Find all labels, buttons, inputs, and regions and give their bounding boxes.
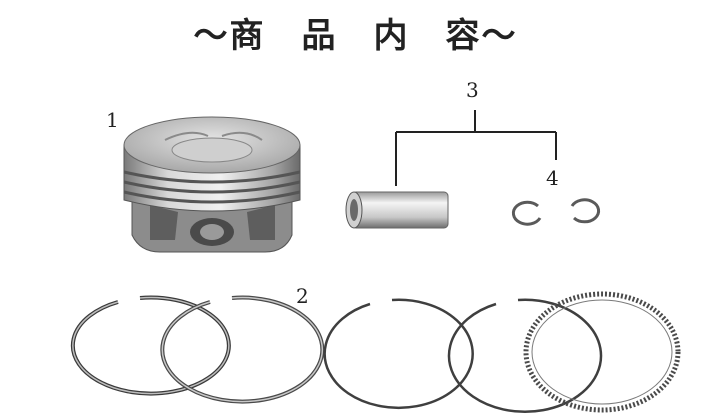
circlip-left <box>511 200 542 226</box>
piston-ring-top <box>70 295 231 396</box>
label-clips: 4 <box>546 166 559 190</box>
oil-rail-ring-2 <box>447 298 603 414</box>
label-piston: 1 <box>106 108 119 132</box>
oil-expander-ring <box>523 291 681 413</box>
label-rings: 2 <box>296 284 309 308</box>
piston <box>123 116 301 253</box>
label-pin-assembly: 3 <box>466 78 479 102</box>
circlip-right <box>570 198 601 224</box>
bracket-line <box>395 110 557 186</box>
oil-rail-ring-1 <box>323 298 474 409</box>
piston-ring-second <box>160 295 325 404</box>
piston-pin <box>345 191 449 229</box>
page-title: ～商 品 内 容～ <box>193 16 518 56</box>
